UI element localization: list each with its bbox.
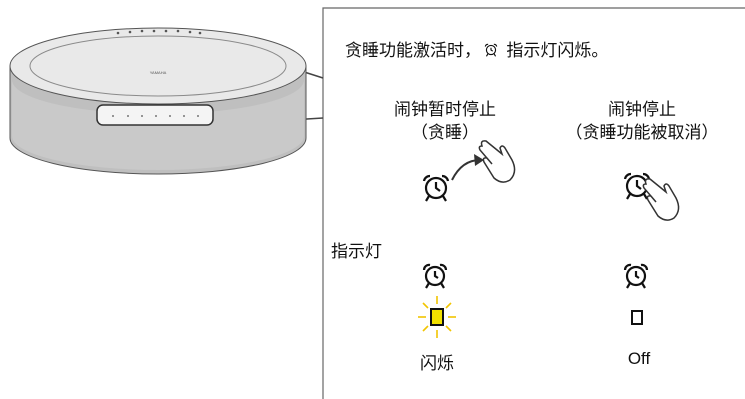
stop-title: 闹钟停止: [608, 100, 676, 120]
snooze-title: 闹钟暂时停止: [394, 100, 496, 120]
intro-text-after: 指示灯闪烁。: [501, 41, 609, 61]
alarm-clock-icon-snooze: [422, 174, 450, 202]
indicator-state-blinking: 闪烁: [420, 354, 454, 374]
alarm-clock-icon-indicator-left: [422, 263, 448, 289]
intro-text-before: 贪睡功能激活时，: [345, 41, 481, 61]
hand-swipe-icon: [478, 140, 516, 183]
alarm-clock-icon: [484, 43, 498, 57]
indicator-lamp-blinking: [418, 296, 456, 338]
front-display: [96, 104, 214, 126]
top-buttons: [116, 29, 202, 35]
indicator-label: 指示灯: [331, 242, 382, 262]
hand-touch-icon: [642, 178, 680, 221]
speaker-brand-mark: YAMAHA: [150, 70, 167, 75]
snooze-subtitle: （贪睡）: [411, 123, 479, 143]
intro-sentence: 贪睡功能激活时， 指示灯闪烁。: [345, 36, 608, 61]
indicator-lamp-off: [631, 310, 643, 325]
speaker-top: [9, 27, 307, 105]
indicator-state-off: Off: [627, 349, 651, 368]
alarm-clock-icon-indicator-right: [623, 263, 649, 289]
stop-subtitle: （贪睡功能被取消）: [565, 123, 719, 143]
callout-panel-border: [322, 7, 745, 399]
